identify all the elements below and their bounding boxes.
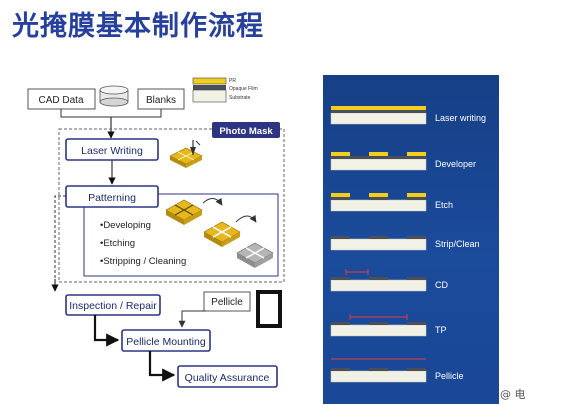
substrate-layer xyxy=(330,279,427,292)
pellicle-to-mounting-arrow xyxy=(178,310,206,328)
substrate-layer xyxy=(330,112,427,125)
opaque-film-segment xyxy=(369,236,388,239)
watermark: @ 电 xyxy=(500,388,526,401)
inspection-to-mounting-arrow xyxy=(93,315,120,347)
laser-writing-label: Laser Writing xyxy=(81,145,143,157)
blank-disc-icon xyxy=(99,85,129,107)
input-connector xyxy=(60,109,162,118)
opaque-film-segment xyxy=(407,322,426,325)
opaque-film-segment xyxy=(331,368,350,371)
pr-segment xyxy=(407,193,426,197)
pr-segment xyxy=(407,152,426,156)
opaque-film-segment xyxy=(331,277,350,280)
opaque-film-segment xyxy=(331,197,350,200)
mounting-to-qa-arrow xyxy=(148,351,176,382)
legend-substrate-label: Substrate xyxy=(229,95,251,101)
substrate-layer xyxy=(330,158,427,171)
quality-assurance-label: Quality Assurance xyxy=(185,372,270,384)
opaque-film-segment xyxy=(407,368,426,371)
layer-legend: PR Opaque Film Substrate xyxy=(192,77,258,103)
pr-layer xyxy=(331,106,426,110)
pellicle-label: Pellicle xyxy=(211,297,243,308)
substrate-layer xyxy=(330,199,427,212)
process-step-label: TP xyxy=(435,325,447,335)
process-step-label: Etch xyxy=(435,200,453,210)
pellicle-mounting-box xyxy=(121,329,211,352)
laser-chip-icon xyxy=(169,140,203,168)
patterning-subgroup xyxy=(83,193,279,277)
pr-segment xyxy=(331,193,350,197)
pellicle-box xyxy=(203,291,251,312)
inspection-box xyxy=(65,294,161,316)
patterning-step-arrow-1 xyxy=(202,197,223,206)
opaque-film-layer xyxy=(331,110,426,113)
process-step-label: Strip/Clean xyxy=(435,239,480,249)
blanks-label: Blanks xyxy=(146,95,176,106)
developed-chip-icon xyxy=(165,199,203,225)
photo-mask-header xyxy=(212,122,280,138)
quality-assurance-box xyxy=(177,365,278,388)
pr-segment xyxy=(369,193,388,197)
legend-substrate-swatch xyxy=(192,89,227,103)
pellicle-mounting-label: Pellicle Mounting xyxy=(126,336,206,348)
opaque-film-segment xyxy=(331,322,350,325)
legend-opaque-swatch xyxy=(193,85,226,90)
pr-segment xyxy=(331,152,350,156)
patterning-loop-dashed xyxy=(54,195,66,279)
substrate-layer xyxy=(330,370,427,383)
pr-segment xyxy=(369,152,388,156)
opaque-film-segment xyxy=(407,197,426,200)
inspection-label: Inspection / Repair xyxy=(69,300,157,312)
opaque-film-segment xyxy=(407,236,426,239)
substep-etching: •Etching xyxy=(100,238,135,249)
substrate-layer xyxy=(330,324,427,337)
legend-pr-label: PR xyxy=(229,78,236,84)
photo-mask-label: Photo Mask xyxy=(219,126,273,137)
opaque-film-layer xyxy=(331,156,426,159)
photo-mask-group xyxy=(58,128,285,283)
opaque-film-segment xyxy=(407,277,426,280)
opaque-film-segment xyxy=(369,197,388,200)
patterning-step-arrow-2 xyxy=(235,214,257,223)
process-step-label: Developer xyxy=(435,159,476,169)
cad-data-label: CAD Data xyxy=(38,95,83,106)
opaque-film-segment xyxy=(369,277,388,280)
opaque-film-segment xyxy=(369,322,388,325)
process-step-label: Laser writing xyxy=(435,113,486,123)
process-flow-diagram: PR Opaque Film Substrate CAD Data Blanks… xyxy=(27,77,285,388)
legend-opaque-label: Opaque Film xyxy=(229,86,258,92)
etched-chip-icon xyxy=(203,221,241,247)
substep-developing: •Developing xyxy=(100,220,151,231)
opaque-film-segment xyxy=(369,368,388,371)
process-step-label: CD xyxy=(435,280,448,290)
page-title: 光掩膜基本制作流程 xyxy=(12,11,264,42)
legend-pr-swatch xyxy=(192,77,227,85)
process-step-label: Pellicle xyxy=(435,371,464,381)
opaque-film-segment xyxy=(331,236,350,239)
stripped-chip-icon xyxy=(236,242,274,268)
pellicle-frame-icon xyxy=(256,290,282,328)
patterning-label: Patterning xyxy=(88,192,136,204)
substep-stripping: •Stripping / Cleaning xyxy=(100,256,186,267)
substrate-layer xyxy=(330,238,427,251)
